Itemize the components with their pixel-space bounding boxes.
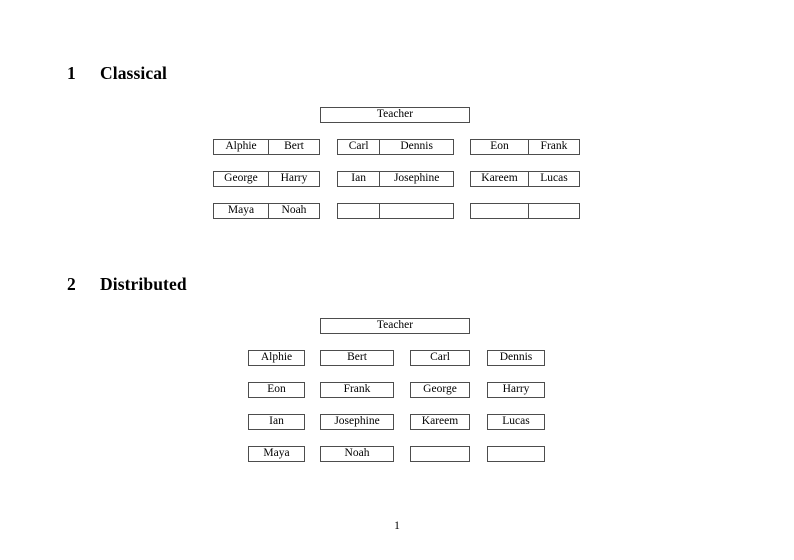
classical-cell: Carl [338, 140, 380, 154]
classical-cell: Lucas [527, 172, 579, 186]
distributed-cell: Alphie [248, 350, 305, 366]
distributed-cell: Bert [320, 350, 394, 366]
distributed-cell: Frank [320, 382, 394, 398]
classical-right-group-row-2: Kareem Lucas [470, 171, 580, 187]
section-title: Classical [100, 63, 168, 83]
classical-middle-group-row-2: Ian Josephine [337, 171, 454, 187]
classical-cell: Josephine [379, 172, 453, 186]
distributed-cell: Eon [248, 382, 305, 398]
classical-cell: Eon [471, 140, 528, 154]
section-heading-distributed: 2 Distributed [67, 274, 187, 295]
distributed-teacher-box: Teacher [320, 318, 470, 334]
classical-middle-group-row-1: Carl Dennis [337, 139, 454, 155]
distributed-cell: Josephine [320, 414, 394, 430]
classical-cell: Kareem [471, 172, 528, 186]
classical-left-group-row-1: Alphie Bert [213, 139, 320, 155]
distributed-cell: Ian [248, 414, 305, 430]
classical-cell: Harry [267, 172, 319, 186]
classical-teacher-box: Teacher [320, 107, 470, 123]
classical-cell: Ian [338, 172, 380, 186]
distributed-cell: Dennis [487, 350, 545, 366]
distributed-cell: George [410, 382, 470, 398]
distributed-cell: Carl [410, 350, 470, 366]
classical-cell-empty [527, 204, 579, 218]
classical-middle-group-row-3 [337, 203, 454, 219]
distributed-diagram: Teacher Alphie Bert Carl Dennis Eon Fran… [248, 318, 545, 462]
classical-diagram: Teacher Alphie Bert Carl Dennis Eon Fran… [0, 0, 794, 230]
distributed-cell: Harry [487, 382, 545, 398]
classical-right-group-row-1: Eon Frank [470, 139, 580, 155]
classical-cell: Frank [527, 140, 579, 154]
classical-cell-empty [338, 204, 380, 218]
classical-cell: Alphie [214, 140, 268, 154]
distributed-cell: Lucas [487, 414, 545, 430]
section-number: 2 [67, 274, 76, 294]
classical-cell: Noah [267, 204, 319, 218]
classical-cell-empty [471, 204, 528, 218]
classical-right-group-row-3 [470, 203, 580, 219]
classical-cell: Maya [214, 204, 268, 218]
section-heading-classical: 1 Classical [67, 63, 167, 84]
distributed-cell-empty [410, 446, 470, 462]
classical-cell-empty [379, 204, 453, 218]
page-number: 1 [394, 520, 400, 532]
section-number: 1 [67, 63, 76, 83]
distributed-cell-empty [487, 446, 545, 462]
distributed-cell: Noah [320, 446, 394, 462]
classical-cell: Dennis [379, 140, 453, 154]
distributed-cell: Maya [248, 446, 305, 462]
classical-cell: Bert [267, 140, 319, 154]
classical-left-group-row-3: Maya Noah [213, 203, 320, 219]
classical-left-group-row-2: George Harry [213, 171, 320, 187]
distributed-cell: Kareem [410, 414, 470, 430]
classical-cell: George [214, 172, 268, 186]
section-title: Distributed [100, 274, 187, 294]
